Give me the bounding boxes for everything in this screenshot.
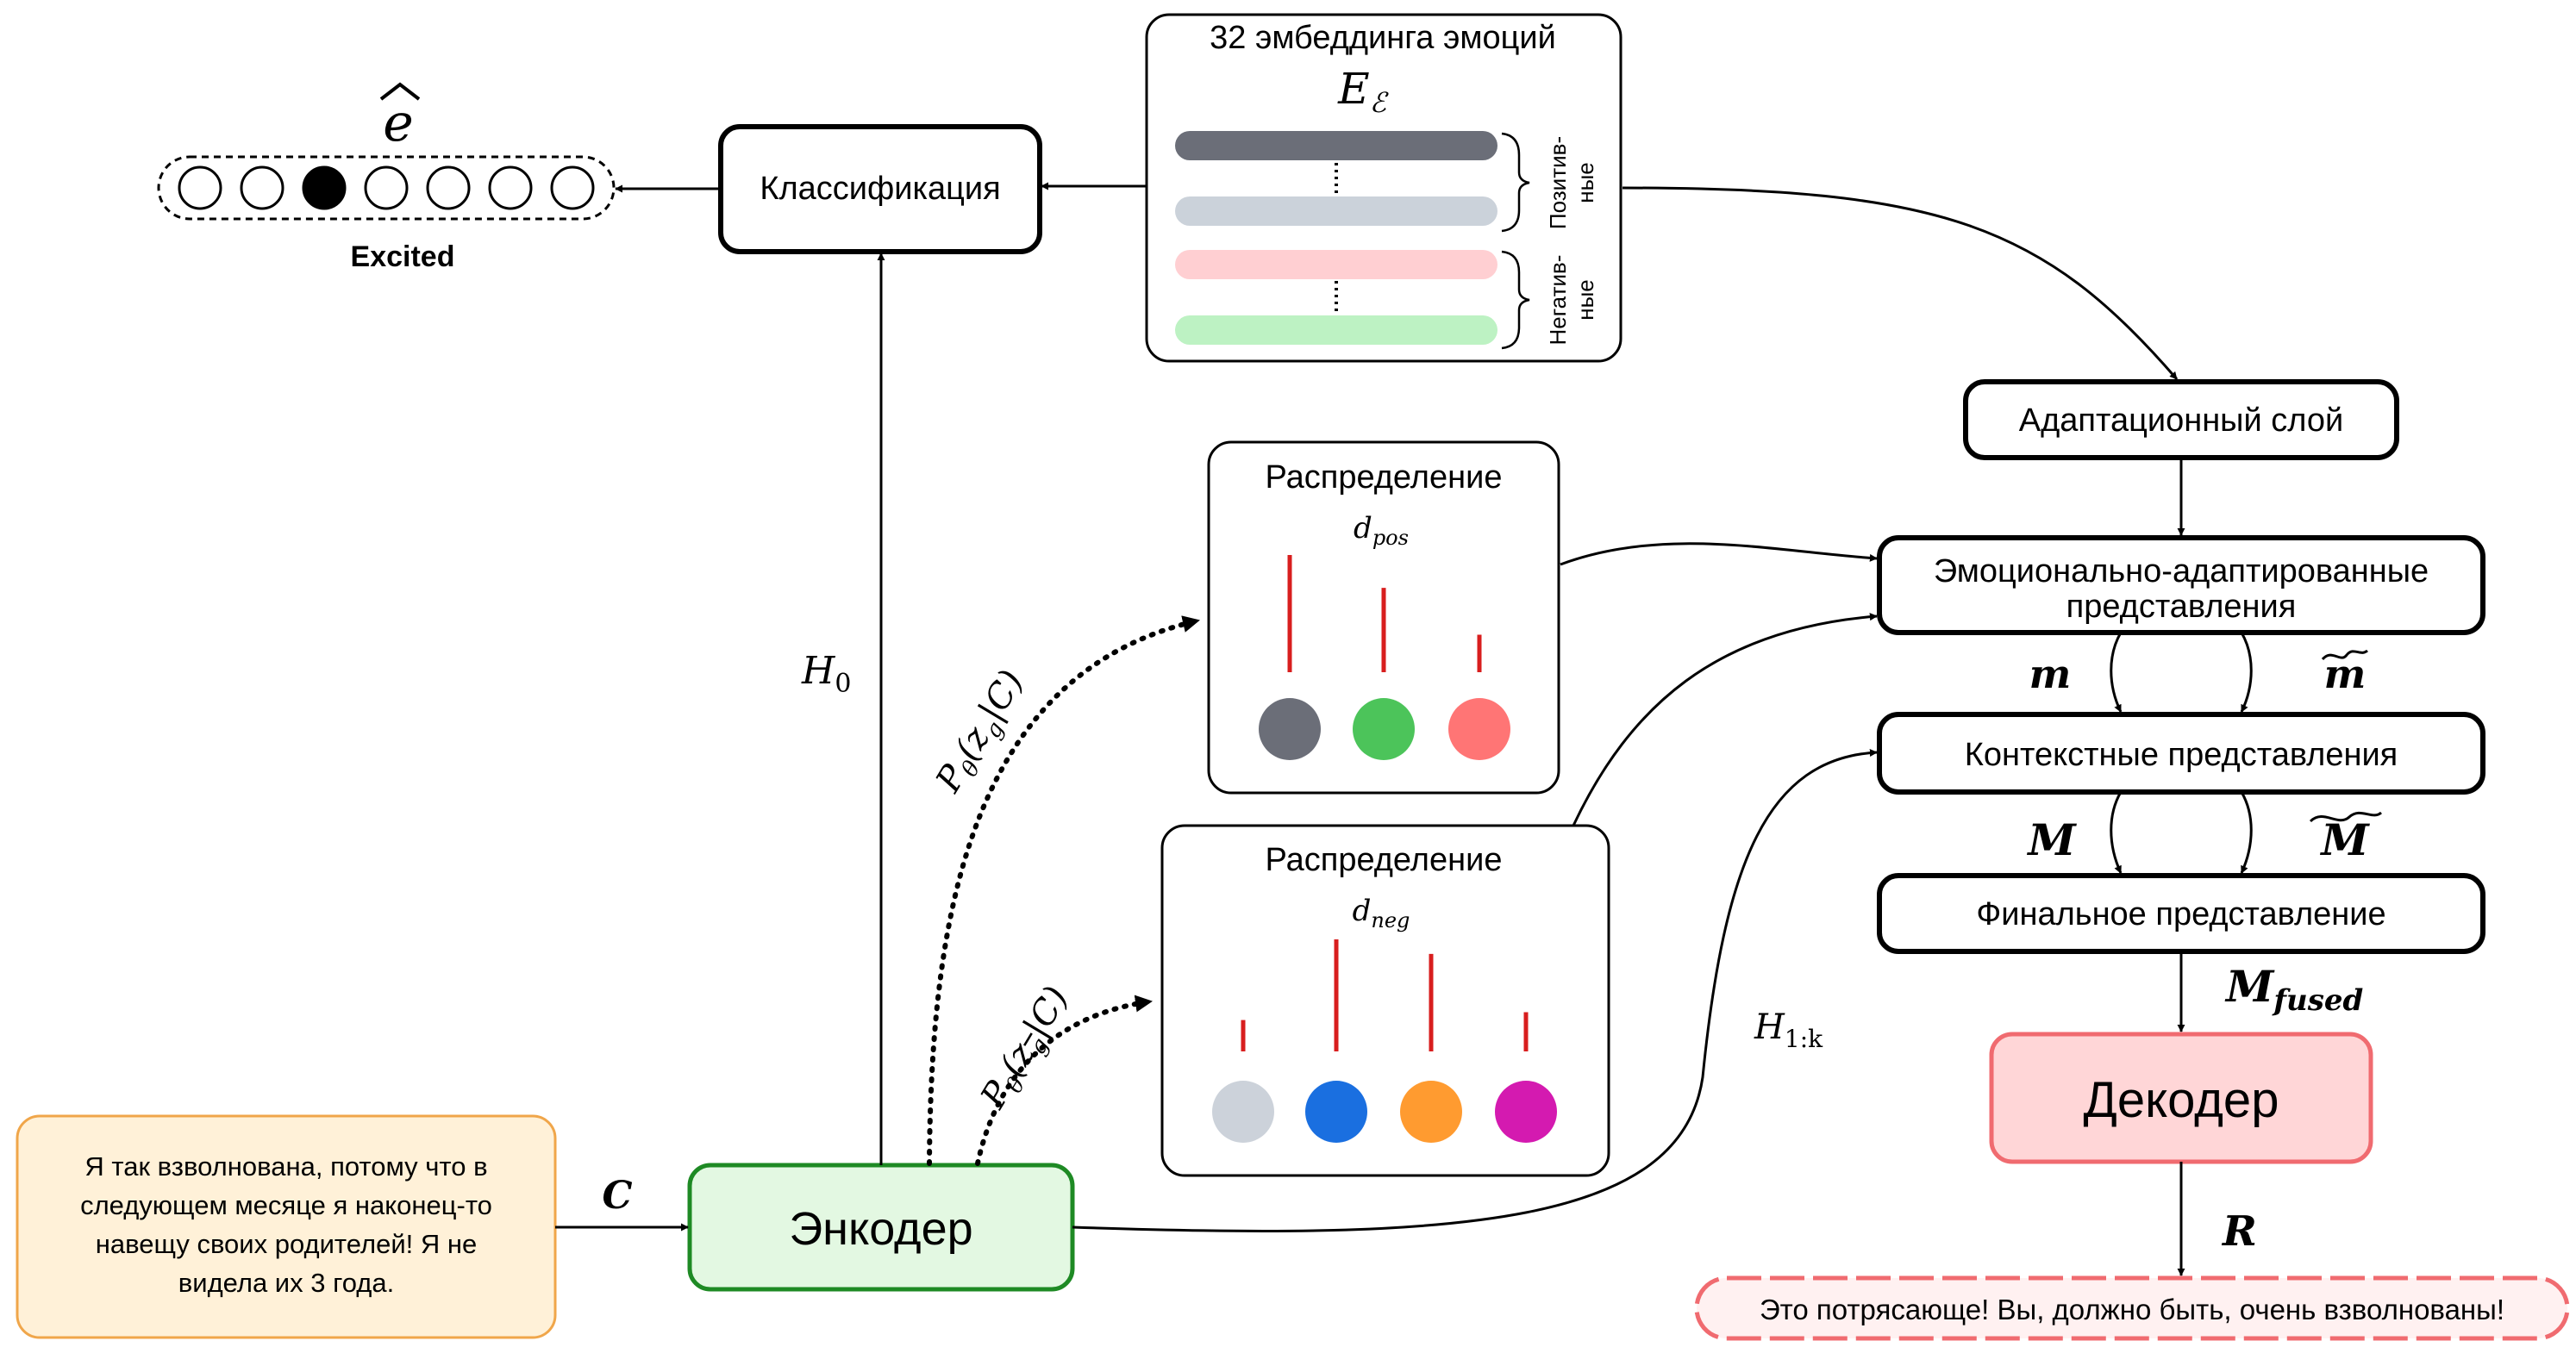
label-m: m [2029, 651, 2072, 697]
label-h1k-sub: 1:k [1785, 1025, 1823, 1053]
negative-brace [1501, 250, 1530, 350]
arrow-distpos-to-emo [1560, 542, 1878, 566]
embeddings-title: 32 эмбеддинга эмоций [1210, 20, 1556, 56]
embeddings-symbol: E [1337, 64, 1370, 114]
emotion-slot [178, 165, 222, 210]
positive-brace [1501, 132, 1530, 233]
arrow-M-tilde [2240, 791, 2253, 874]
label-m-tilde: m [2324, 651, 2367, 697]
embedding-bars [1175, 131, 1497, 345]
dist-pos-marks [1259, 555, 1510, 760]
emotion-slot [240, 165, 284, 210]
tilde-m [2321, 649, 2368, 661]
hat-mark [379, 82, 421, 101]
positive-label-1: Позитив- [1545, 136, 1571, 229]
e-hat-symbol: e [383, 93, 414, 153]
dist-pos-title: Распределение [1266, 459, 1503, 496]
dotted-enc-to-distpos [927, 615, 1201, 1166]
context-line3: навещу своих родителей! Я не [96, 1229, 477, 1259]
encoder-box: Энкодер [687, 1163, 1075, 1292]
svg-text:dpos: dpos [1354, 511, 1409, 550]
emotion-slot [302, 165, 347, 210]
emotion-slot [550, 165, 595, 210]
label-c: C [602, 1174, 632, 1218]
svg-text:H1:k: H1:k [1754, 1007, 1823, 1053]
context-line1: Я так взволнована, потому что в [84, 1151, 487, 1182]
dist-point [1495, 1081, 1557, 1143]
dotted-enc-to-distneg [975, 995, 1154, 1166]
dist-neg-symbol: d [1353, 894, 1372, 928]
slot-row [178, 165, 595, 210]
arrow-distneg-to-emo [1572, 613, 1878, 826]
arrow-emb-to-adapt [1622, 186, 2179, 380]
context-input-box: Я так взволнована, потому что в следующе… [16, 1114, 557, 1339]
context-line2: следующем месяце я наконец-то [80, 1190, 492, 1220]
final-repr-box: Финальное представление [1877, 873, 2485, 954]
arrow-m [2110, 632, 2123, 713]
svg-text:Pθ(zg|C): Pθ(zg|C) [973, 980, 1081, 1119]
embeddings-symbol-sub: ℰ [1370, 86, 1390, 119]
dist-point [1305, 1081, 1367, 1143]
adaptation-layer-box: Адаптационный слой [1963, 379, 2399, 460]
emotion-slot [364, 165, 409, 210]
context-repr-label: Контекстные представления [1965, 737, 2398, 773]
svg-text:Mfused: Mfused [2224, 961, 2363, 1018]
dist-point [1448, 698, 1510, 760]
emo-repr-box: Эмоционально-адаптированные представлени… [1877, 535, 2485, 635]
positive-label-2: ные [1572, 162, 1598, 203]
dist-point [1353, 698, 1415, 760]
emotion-slot [488, 165, 533, 210]
dist-point [1212, 1081, 1274, 1143]
svg-text:H0: H0 [801, 649, 851, 699]
classification-label: Классификация [760, 171, 1000, 207]
dist-pos-sub: pos [1372, 526, 1409, 550]
arrow-enc-to-ctx [1072, 748, 1878, 1232]
emotion-output: e Excited [157, 82, 616, 273]
connectors [555, 182, 2253, 1276]
dist-neg-box: Распределение dneg [1160, 824, 1610, 1177]
dist-pos-symbol: d [1354, 511, 1372, 546]
emo-repr-line1: Эмоционально-адаптированные [1934, 553, 2429, 589]
svg-text:Pθ(zg|C): Pθ(zg|C) [928, 664, 1036, 802]
label-mfused-sub: fused [2272, 983, 2363, 1018]
label-r: R [2221, 1207, 2257, 1256]
negative-label-1: Негатив- [1545, 255, 1571, 346]
dist-neg-title: Распределение [1266, 842, 1503, 878]
decoder-label: Декодер [2084, 1072, 2279, 1128]
tilde-M [2309, 811, 2383, 823]
dist-neg-marks [1212, 939, 1557, 1143]
emo-repr-line2: представления [2066, 589, 2297, 625]
final-repr-label: Финальное представление [1976, 896, 2385, 932]
context-line4: видела их 3 года. [178, 1268, 394, 1298]
label-h0: H [801, 649, 836, 693]
label-h1k: H [1754, 1007, 1785, 1047]
classification-box: Классификация [718, 124, 1042, 254]
adaptation-label: Адаптационный слой [2019, 402, 2344, 439]
emotion-label: Excited [351, 240, 455, 273]
context-repr-box: Контекстные представления [1877, 712, 2485, 795]
emotion-slot [426, 165, 471, 210]
embeddings-box: 32 эмбеддинга эмоций Eℰ Позитив- ные Нег… [1145, 13, 1623, 363]
svg-text:dneg: dneg [1353, 894, 1410, 932]
encoder-label: Энкодер [789, 1203, 972, 1255]
response-text: Это потрясающе! Вы, должно быть, очень в… [1760, 1294, 2504, 1325]
label-mfused: M [2224, 961, 2275, 1012]
dist-neg-sub: neg [1371, 908, 1410, 932]
response-box: Это потрясающе! Вы, должно быть, очень в… [1694, 1275, 2570, 1341]
label-p-pos: Pθ(zg|C) [928, 664, 1036, 802]
label-M-tilde: M [2319, 814, 2370, 865]
label-M: M [2026, 814, 2077, 865]
label-p-neg: Pθ(zg|C) [973, 980, 1081, 1119]
label-h0-sub: 0 [835, 669, 851, 699]
arrow-M [2110, 791, 2123, 874]
dist-point [1400, 1081, 1462, 1143]
decoder-box: Декодер [1989, 1032, 2373, 1164]
arrow-m-tilde [2240, 632, 2253, 713]
dist-point [1259, 698, 1321, 760]
dist-pos-box: Распределение dpos [1207, 440, 1560, 795]
negative-label-2: ные [1572, 279, 1598, 321]
svg-text:Eℰ: Eℰ [1337, 64, 1390, 119]
